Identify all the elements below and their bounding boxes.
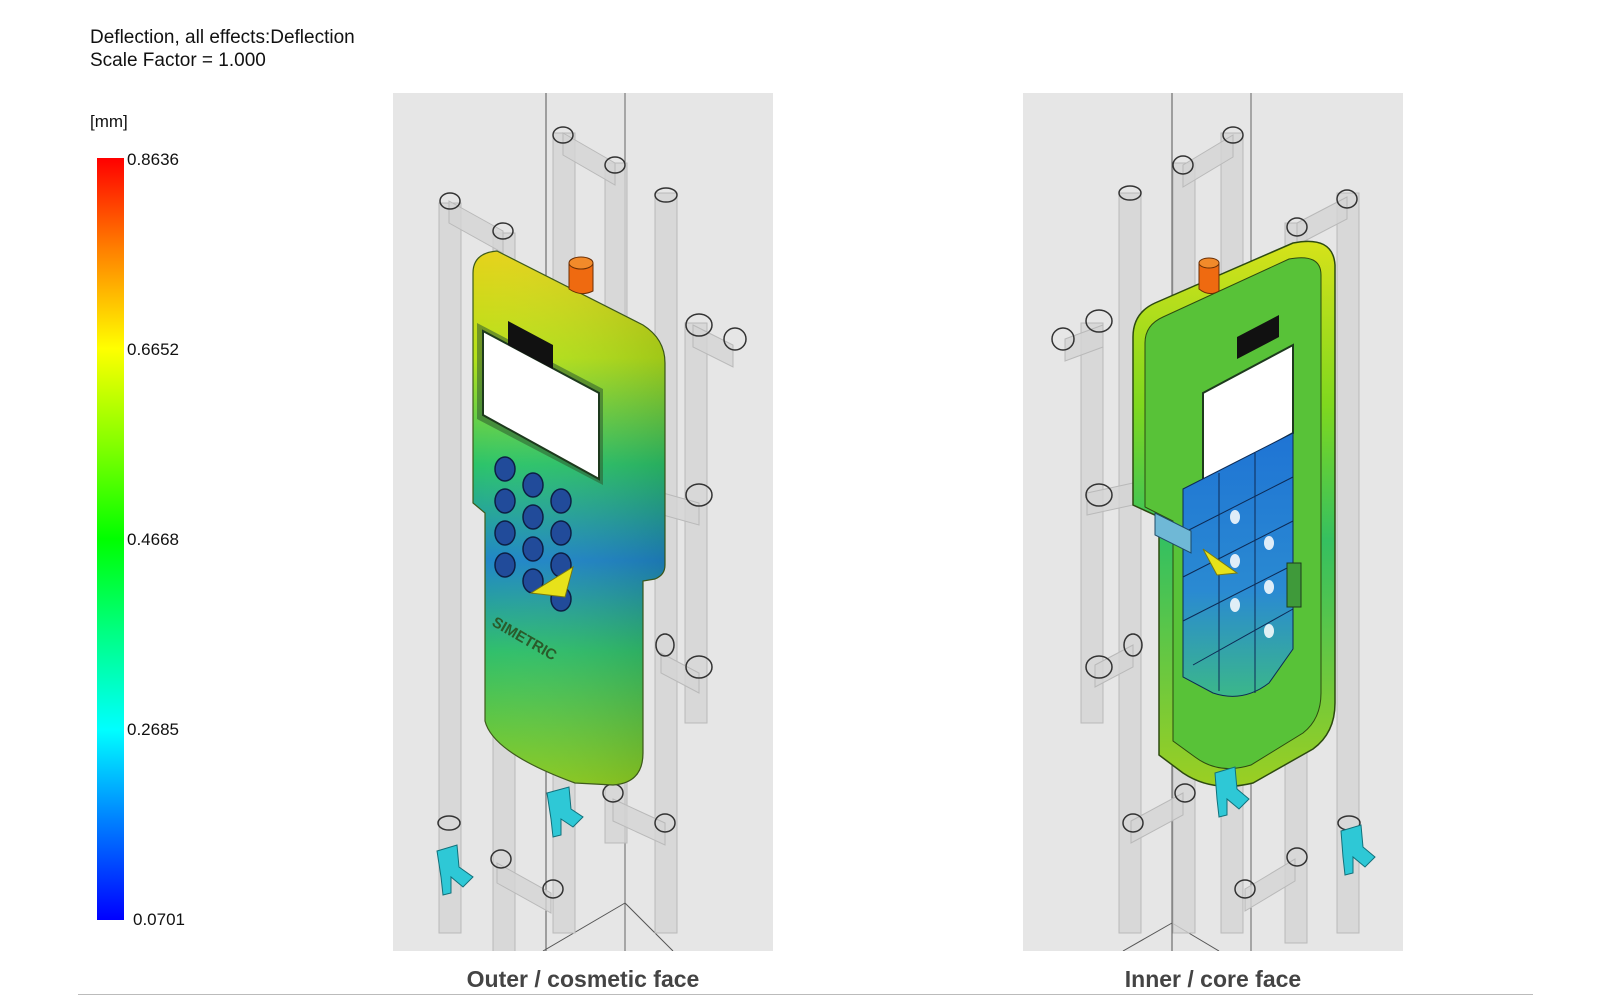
result-header: Deflection, all effects:Deflection Scale… bbox=[90, 26, 355, 72]
outer-face-viewport[interactable]: SIMETRIC bbox=[393, 93, 773, 951]
scale-factor: Scale Factor = 1.000 bbox=[90, 50, 266, 71]
outer-face-caption: Outer / cosmetic face bbox=[466, 966, 700, 992]
inner-face-viewport[interactable] bbox=[1023, 93, 1403, 951]
legend-tick-max: 0.8636 bbox=[127, 150, 179, 169]
inner-face-caption: Inner / core face bbox=[1124, 966, 1302, 992]
legend-tick-min: 0.0701 bbox=[133, 910, 185, 929]
legend-color-bar bbox=[97, 158, 124, 920]
legend-unit: [mm] bbox=[90, 112, 128, 131]
bottom-divider bbox=[78, 994, 1533, 995]
legend-tick-3: 0.4668 bbox=[127, 530, 179, 549]
inner-face-render bbox=[1051, 93, 1376, 951]
legend-tick-2: 0.6652 bbox=[127, 340, 179, 359]
outer-face-render: SIMETRIC bbox=[436, 93, 747, 951]
result-title: Deflection, all effects:Deflection bbox=[90, 27, 355, 48]
legend-tick-4: 0.2685 bbox=[127, 720, 179, 739]
